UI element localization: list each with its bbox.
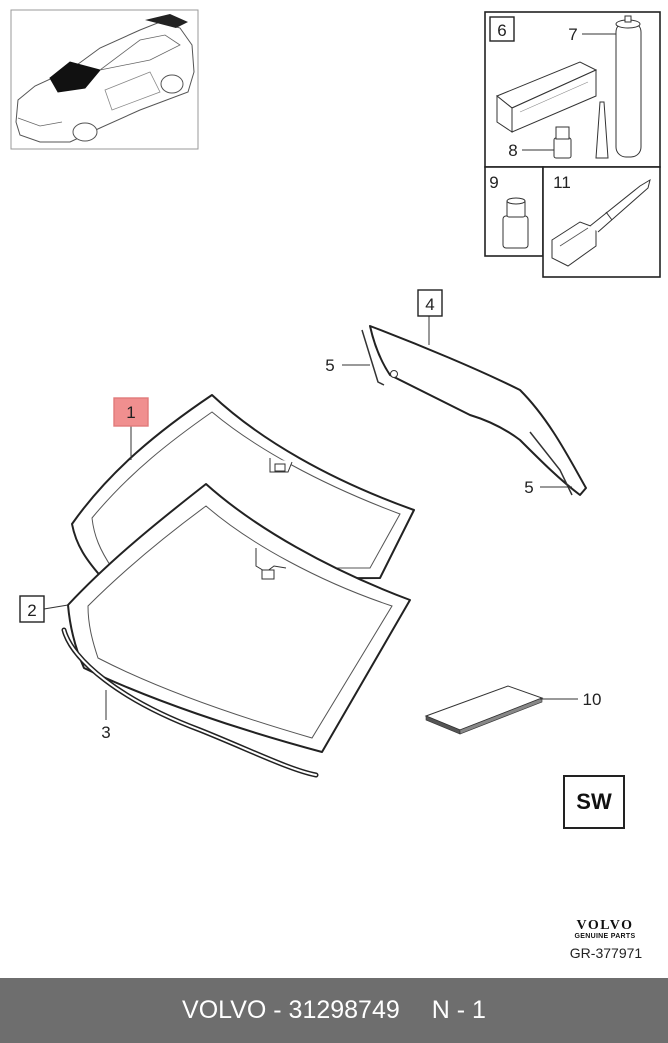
callout-11-label: 11 [553, 173, 571, 192]
brand-logo: VOLVO GENUINE PARTS [560, 918, 650, 940]
reference-code: GR-377971 [569, 945, 643, 961]
callout-1: 1 [113, 397, 149, 427]
cutting-tool-icon [551, 178, 651, 267]
sw-badge: SW [563, 775, 625, 829]
callout-2: 2 [19, 595, 45, 623]
brand-subtitle: GENUINE PARTS [574, 933, 636, 940]
callout-1-label: 1 [126, 403, 135, 422]
quarter-glass-icon [361, 325, 587, 496]
leader-lines [43, 33, 616, 720]
callout-7-label: 7 [568, 25, 577, 44]
brand-name: VOLVO [576, 918, 634, 933]
primer-bottle-icon [502, 197, 529, 249]
callout-2-label: 2 [27, 601, 36, 620]
callout-10-label: 10 [583, 690, 602, 709]
windshield-front-icon [67, 483, 411, 753]
primer-bottle-small-icon [553, 126, 572, 159]
callout-6-label: 6 [497, 21, 506, 40]
callout-3-label: 3 [101, 723, 110, 742]
callout-4-label: 4 [425, 295, 434, 314]
nozzle-icon [595, 101, 609, 159]
footer-bar: VOLVO - 31298749 N - 1 [0, 978, 668, 1043]
callout-8-label: 8 [508, 141, 517, 160]
car-thumbnail-icon [10, 9, 199, 150]
moulding-strip-icon [61, 627, 319, 778]
callout-5a-label: 5 [325, 356, 334, 375]
callout-9-label: 9 [489, 173, 498, 192]
callout-5b-label: 5 [524, 478, 533, 497]
parts-diagram: 1 2 3 4 5 5 6 7 8 9 11 10 [10, 9, 661, 778]
adhesive-cartridge-icon [615, 15, 642, 158]
footer-page-indicator: N - 1 [431, 996, 486, 1024]
callout-4: 4 [417, 289, 443, 317]
callout-6: 6 [489, 16, 515, 42]
adhesive-kit-icon [496, 61, 598, 133]
adhesive-pad-icon [424, 685, 544, 735]
footer-part-number: VOLVO - 31298749 [182, 996, 400, 1024]
